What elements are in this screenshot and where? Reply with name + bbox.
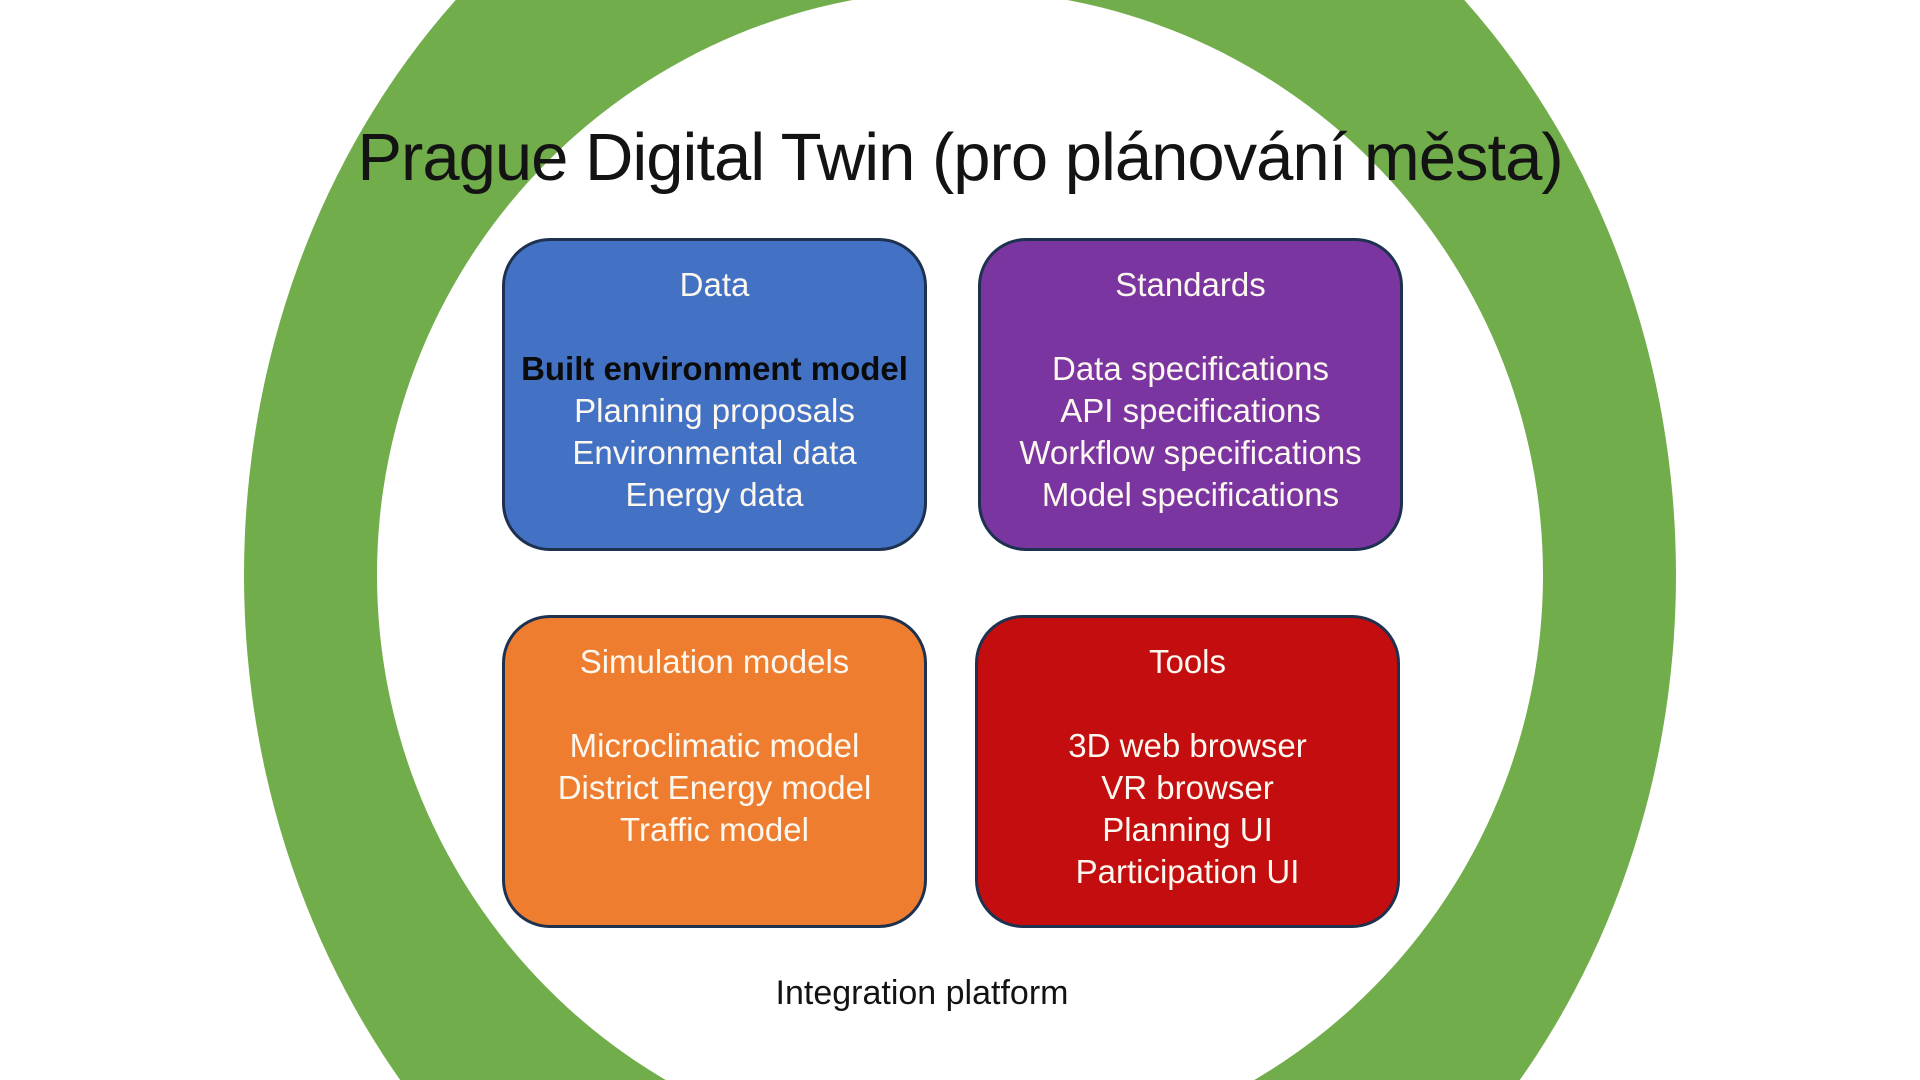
slide-title: Prague Digital Twin (pro plánování města… (357, 120, 1563, 195)
standards-box-item: API specifications (1060, 392, 1321, 429)
standards-box-item: Model specifications (1041, 476, 1340, 513)
standards-box-title: Standards (1115, 266, 1266, 303)
simulation-models-box: Simulation models Microclimatic model Di… (502, 615, 927, 928)
data-box-item: Environmental data (572, 434, 857, 471)
tools-box-item: Planning UI (1102, 811, 1273, 848)
standards-box-item: Data specifications (1052, 350, 1329, 387)
data-box-item: Built environment model (521, 350, 908, 387)
simulation-models-box-title: Simulation models (579, 643, 850, 680)
tools-box-item: Participation UI (1075, 853, 1300, 890)
standards-box: Standards Data specifications API specif… (978, 238, 1403, 551)
integration-platform-label: Integration platform (775, 974, 1069, 1012)
data-box-title: Data (679, 266, 750, 303)
tools-box-item: 3D web browser (1068, 727, 1307, 764)
tools-box-item: VR browser (1101, 769, 1274, 806)
simulation-models-box-item: District Energy model (557, 769, 872, 806)
tools-box-title: Tools (1148, 643, 1227, 680)
simulation-models-box-item: Traffic model (620, 811, 809, 848)
data-box: Data Built environment model Planning pr… (502, 238, 927, 551)
data-box-item: Planning proposals (574, 392, 855, 429)
simulation-models-box-item: Microclimatic model (569, 727, 860, 764)
data-box-item: Energy data (625, 476, 804, 513)
standards-box-item: Workflow specifications (1019, 434, 1362, 471)
tools-box: Tools 3D web browser VR browser Planning… (975, 615, 1400, 928)
